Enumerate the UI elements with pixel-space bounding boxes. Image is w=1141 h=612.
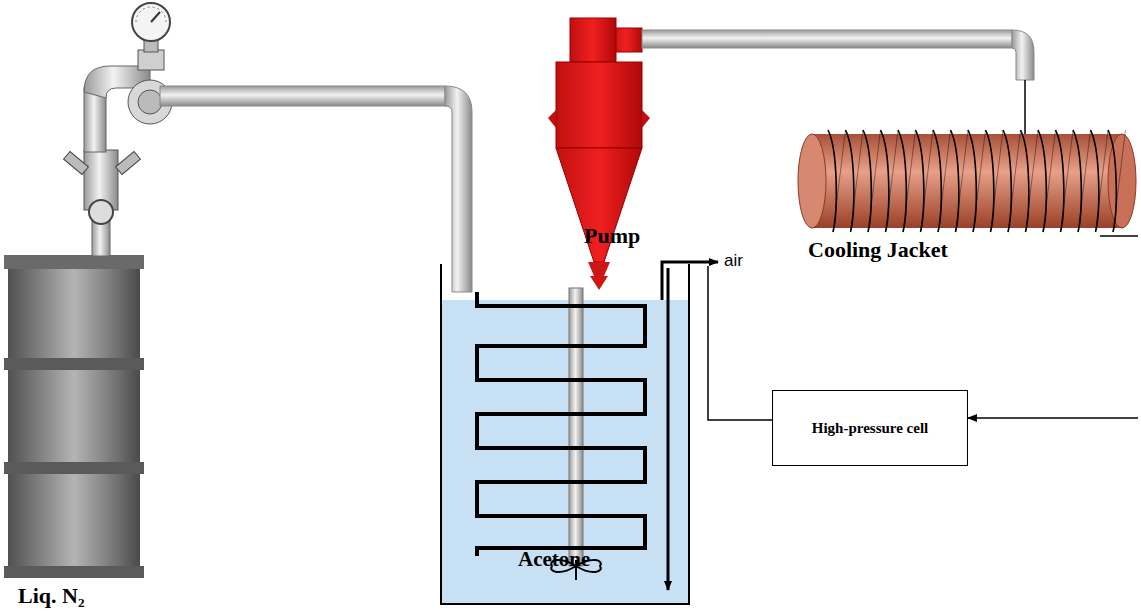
nitrogen-drum bbox=[4, 255, 144, 578]
jacket-outlet-line bbox=[1100, 235, 1138, 237]
process-box: High-pressure cell bbox=[772, 390, 968, 466]
valve-assembly bbox=[64, 3, 172, 256]
part-label: Cooling Jacket bbox=[808, 238, 948, 262]
part-label: Acetone bbox=[518, 548, 590, 571]
cooling-jacket bbox=[798, 130, 1136, 232]
coil-outlet bbox=[662, 262, 718, 300]
transfer-pipe bbox=[160, 86, 472, 292]
part-label: air bbox=[724, 252, 743, 271]
acetone-bath bbox=[441, 264, 689, 604]
return-pipe bbox=[642, 30, 1034, 150]
part-label: Pump bbox=[584, 224, 640, 248]
box-text: High-pressure cell bbox=[812, 419, 929, 438]
cooling-coil bbox=[477, 292, 645, 556]
stirrer bbox=[551, 288, 601, 580]
cell-inlet-line bbox=[968, 417, 1138, 419]
part-label: Liq. N₂ bbox=[18, 584, 85, 608]
cell-line bbox=[708, 266, 772, 420]
coil-inlet-line bbox=[667, 268, 670, 590]
pump bbox=[548, 18, 650, 290]
